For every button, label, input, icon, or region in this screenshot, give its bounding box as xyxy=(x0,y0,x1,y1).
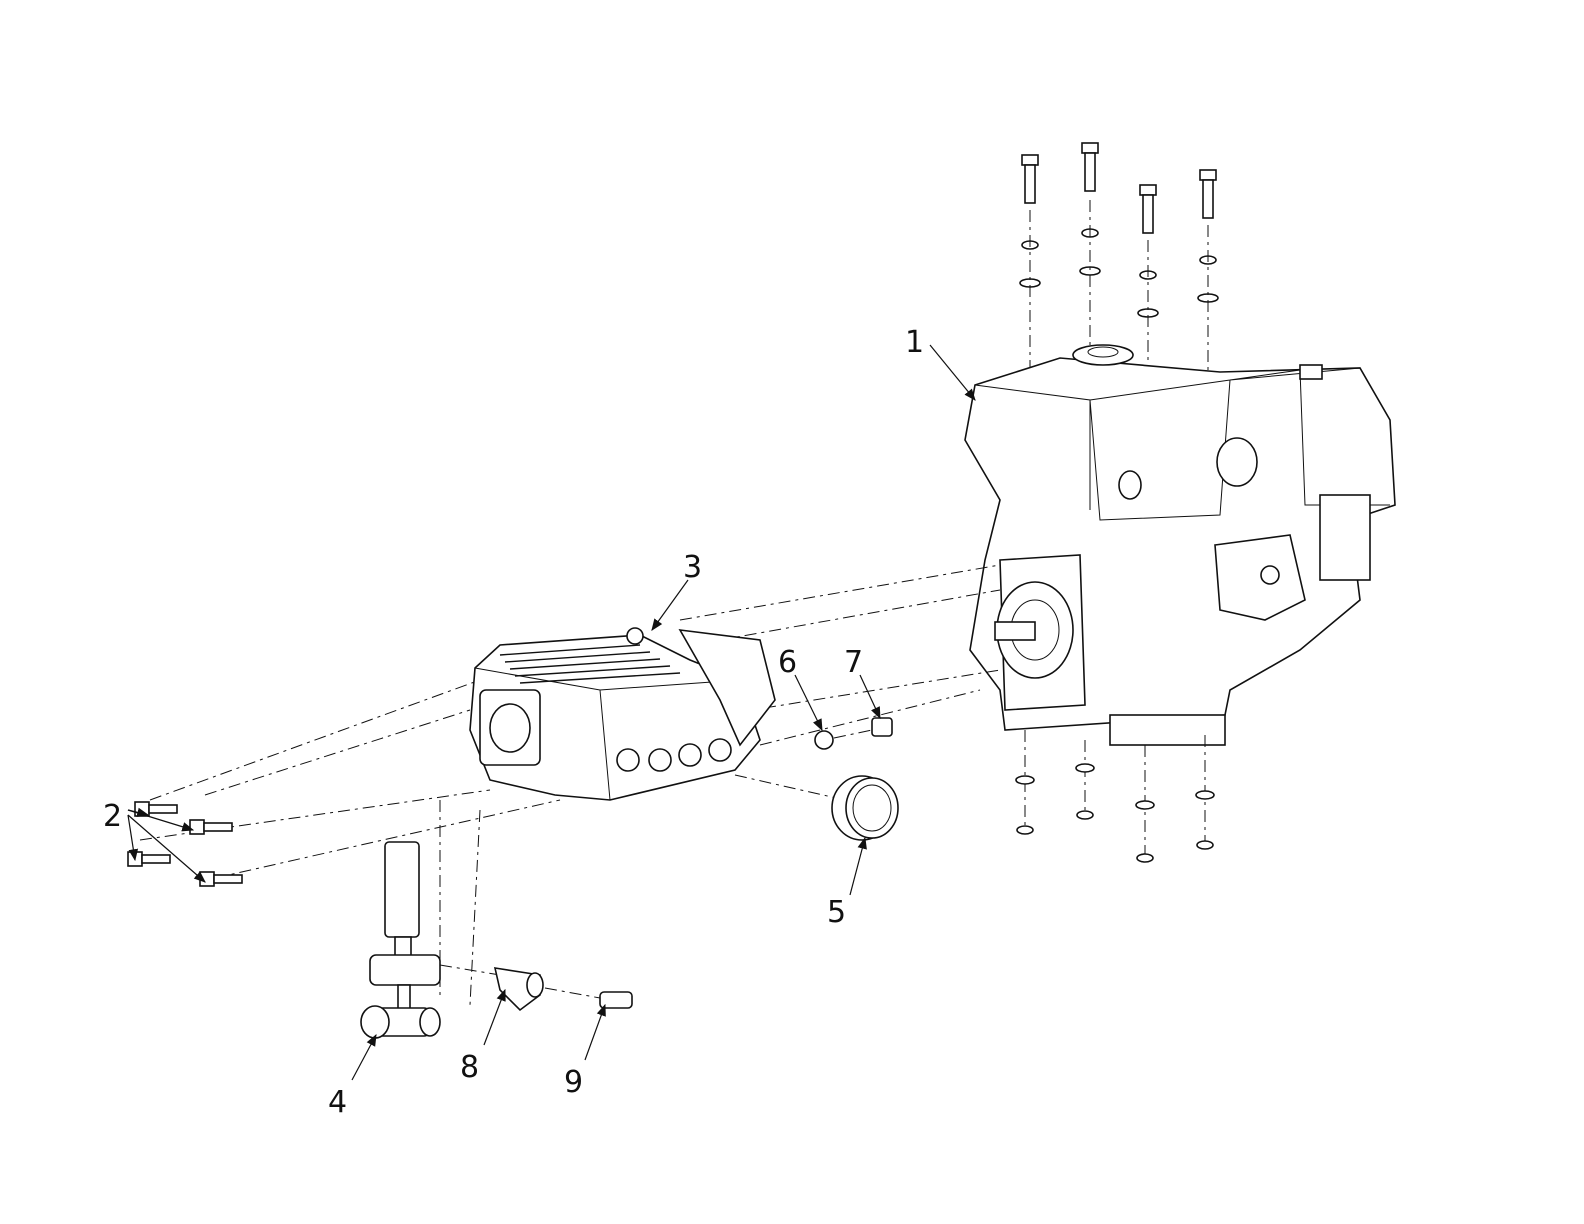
engine-bottom-hardware xyxy=(1015,730,1215,863)
callout-1: 1 xyxy=(905,325,924,360)
engine xyxy=(964,344,1396,746)
callout-3: 3 xyxy=(683,550,702,585)
callout-4: 4 xyxy=(328,1085,347,1120)
callout-9: 9 xyxy=(564,1065,583,1100)
engine-top-bolts xyxy=(1019,142,1219,395)
pressure-gauge xyxy=(734,774,899,841)
inlet-filter xyxy=(493,967,601,1012)
pump xyxy=(469,627,776,801)
nut-and-fitting xyxy=(814,717,893,750)
hose-barb xyxy=(599,991,633,1009)
leader-lines xyxy=(127,344,976,1081)
callout-2: 2 xyxy=(103,799,122,834)
callout-7: 7 xyxy=(844,645,863,680)
callout-5: 5 xyxy=(827,895,846,930)
callout-8: 8 xyxy=(460,1050,479,1085)
unloader-valve xyxy=(360,800,501,1039)
callout-6: 6 xyxy=(778,645,797,680)
